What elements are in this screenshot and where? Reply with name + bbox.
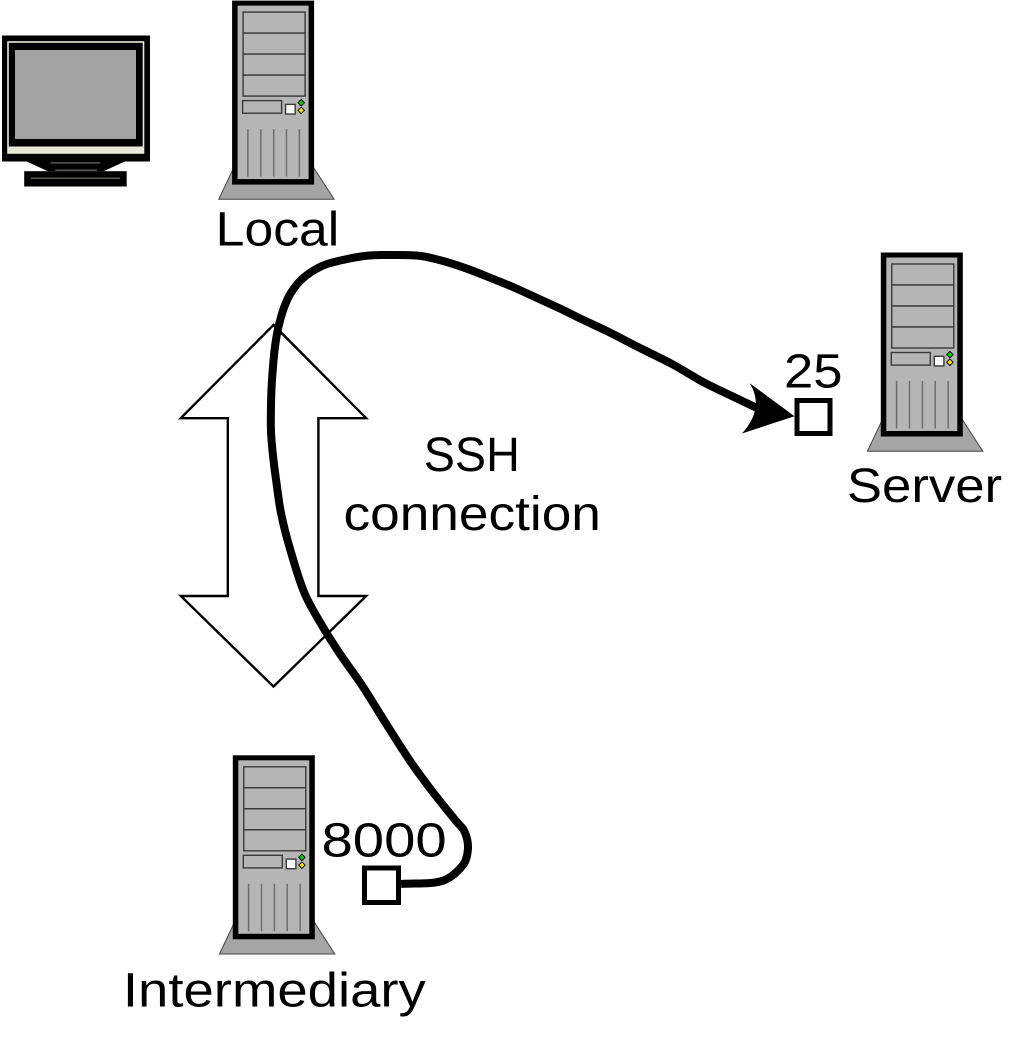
svg-text:8000: 8000	[322, 814, 447, 867]
svg-text:Local: Local	[216, 203, 340, 256]
svg-text:connection: connection	[344, 488, 601, 541]
svg-text:SSH: SSH	[424, 429, 520, 482]
svg-text:Intermediary: Intermediary	[123, 964, 426, 1017]
svg-text:Server: Server	[847, 460, 1002, 513]
svg-text:25: 25	[784, 345, 843, 398]
